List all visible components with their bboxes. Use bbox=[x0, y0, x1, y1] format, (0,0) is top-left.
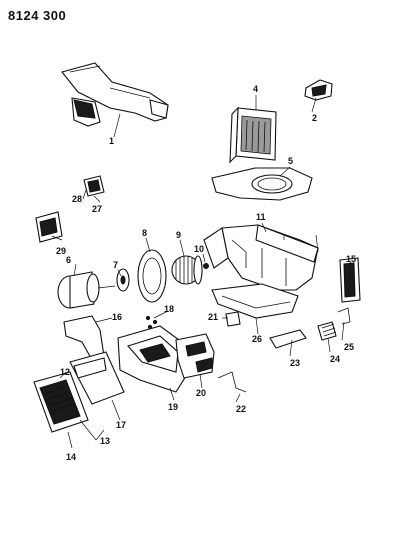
part-main-housing bbox=[203, 224, 319, 319]
callout-7: 7 bbox=[113, 260, 118, 270]
part-screw bbox=[203, 263, 209, 269]
part-clip bbox=[304, 79, 333, 101]
callout-2: 2 bbox=[312, 113, 317, 123]
callout-25: 25 bbox=[344, 342, 354, 352]
callout-6: 6 bbox=[66, 255, 71, 265]
part-housing-cover bbox=[211, 167, 313, 201]
part-defroster-frame bbox=[117, 325, 191, 393]
callout-8: 8 bbox=[142, 228, 147, 238]
callout-27: 27 bbox=[92, 204, 102, 214]
document-number: 8124 300 bbox=[8, 8, 67, 23]
callout-1: 1 bbox=[109, 136, 114, 146]
part-pin bbox=[337, 307, 351, 325]
callout-22: 22 bbox=[236, 404, 246, 414]
callout-labels: 1 2 4 5 6 7 8 9 10 11 12 13 14 15 16 17 … bbox=[56, 84, 356, 462]
part-resistor bbox=[35, 211, 63, 243]
part-blower-motor bbox=[57, 271, 116, 309]
callout-24: 24 bbox=[330, 354, 340, 364]
part-blower-wheel bbox=[171, 255, 203, 285]
callout-14: 14 bbox=[66, 452, 76, 462]
callout-5: 5 bbox=[288, 156, 293, 166]
callout-10: 10 bbox=[194, 244, 204, 254]
callout-23: 23 bbox=[290, 358, 300, 368]
part-connector bbox=[83, 175, 105, 197]
callout-26: 26 bbox=[252, 334, 262, 344]
part-evaporator-core bbox=[229, 106, 277, 164]
callout-15: 15 bbox=[346, 254, 356, 264]
part-filter-housing bbox=[69, 351, 125, 405]
callout-17: 17 bbox=[116, 420, 126, 430]
callout-29: 29 bbox=[56, 246, 66, 256]
callout-13: 13 bbox=[100, 436, 110, 446]
callout-19: 19 bbox=[168, 402, 178, 412]
callout-16: 16 bbox=[112, 312, 122, 322]
part-panel bbox=[339, 257, 361, 303]
part-lower-duct bbox=[63, 315, 105, 361]
part-actuator bbox=[175, 333, 215, 379]
callout-4: 4 bbox=[253, 84, 258, 94]
callout-11: 11 bbox=[256, 212, 266, 222]
callout-18: 18 bbox=[164, 304, 174, 314]
callout-28: 28 bbox=[72, 194, 82, 204]
part-blower-plate bbox=[137, 249, 167, 303]
part-bracket bbox=[225, 311, 241, 327]
part-link-rod bbox=[217, 371, 247, 393]
part-spring bbox=[317, 321, 337, 341]
leader-lines bbox=[51, 95, 352, 449]
callout-21: 21 bbox=[208, 312, 218, 322]
part-duct bbox=[61, 62, 169, 127]
callout-20: 20 bbox=[196, 388, 206, 398]
callout-9: 9 bbox=[176, 230, 181, 240]
part-grille bbox=[33, 371, 89, 433]
callout-12: 12 bbox=[60, 367, 70, 377]
part-strip bbox=[269, 329, 307, 349]
